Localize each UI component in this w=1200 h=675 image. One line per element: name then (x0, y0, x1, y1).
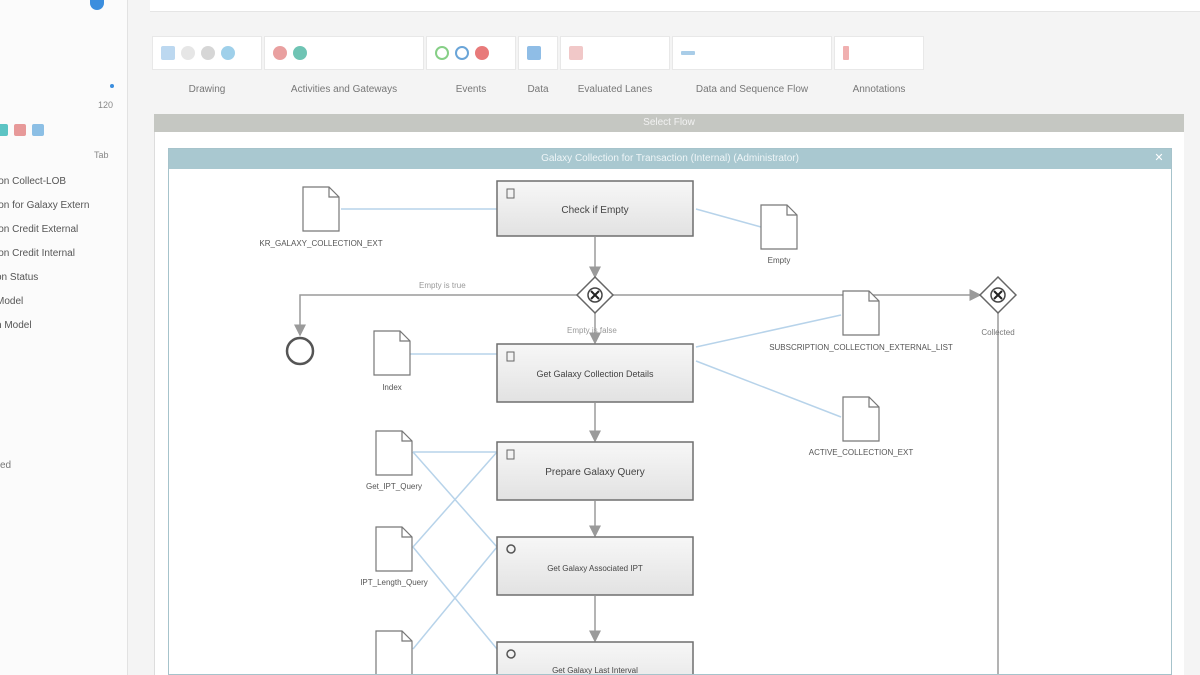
exclusive-gateway[interactable] (575, 275, 615, 315)
tool-icon-blue[interactable] (32, 124, 44, 136)
script-task-icon (506, 449, 515, 460)
ribbon-toolbar: Drawing Activities and Gateways Events D… (152, 36, 932, 106)
sidebar: 120 Tab ion Collect-LOB ion for Galaxy E… (0, 0, 128, 675)
start-event-icon[interactable] (435, 46, 449, 60)
data-link (412, 546, 498, 650)
tool-icon-red[interactable] (14, 124, 26, 136)
data-object[interactable] (375, 430, 413, 476)
flow-label: Empty is false (567, 326, 617, 335)
task-label: Get Galaxy Associated IPT (547, 564, 643, 573)
task-get-associated-ipt[interactable]: Get Galaxy Associated IPT (496, 536, 694, 596)
checkbox-icon[interactable] (90, 0, 104, 10)
ribbon-group-data: Data (518, 36, 558, 106)
ribbon-group-label: Activities and Gateways (290, 84, 398, 95)
pin-icon (110, 84, 114, 88)
sequence-flow-icon[interactable] (681, 51, 695, 55)
ribbon-group-label: Annotations (852, 84, 906, 95)
data-object-label: IPT_Length_Query (360, 578, 428, 587)
data-object[interactable] (375, 526, 413, 572)
sidebar-toggle[interactable]: Tab (94, 150, 109, 160)
task-label: Get Galaxy Collection Details (536, 369, 654, 379)
task-icon[interactable] (273, 46, 287, 60)
ribbon-group-annotations: Annotations (834, 36, 924, 106)
gateway-icon[interactable] (293, 46, 307, 60)
close-icon[interactable]: ✕ (1154, 152, 1164, 164)
zoom-icon[interactable] (201, 46, 215, 60)
data-object[interactable] (375, 630, 413, 675)
service-task-icon (506, 649, 516, 659)
top-bar (150, 0, 1200, 12)
model-list-item[interactable]: ion for Galaxy Extern (0, 200, 90, 211)
ribbon-group-label: Events (455, 84, 487, 95)
panel-header: Select Flow (154, 114, 1184, 132)
task-check-empty[interactable]: Check if Empty (496, 180, 694, 237)
data-link (695, 360, 842, 418)
task-get-last-interval[interactable]: Get Galaxy Last Interval (496, 641, 694, 675)
sidebar-footer-label: ed (0, 460, 12, 471)
ribbon-group-lanes: Evaluated Lanes (560, 36, 670, 106)
sidebar-toolbar (0, 122, 44, 138)
diagram-title-text: Galaxy Collection for Transaction (Inter… (541, 153, 799, 164)
model-list-item[interactable]: ion Credit External (0, 224, 79, 235)
exclusive-gateway[interactable] (978, 275, 1018, 315)
lane-icon[interactable] (569, 46, 583, 60)
sequence-flows (294, 237, 999, 674)
annotation-icon[interactable] (843, 46, 849, 60)
data-object-label: Index (382, 383, 402, 392)
model-list-item[interactable]: ion Credit Internal (0, 248, 75, 259)
ribbon-group-flows: Data and Sequence Flow (672, 36, 832, 106)
sequence-flow (294, 294, 579, 337)
ribbon-group-drawing: Drawing (152, 36, 262, 106)
move-icon[interactable] (221, 46, 235, 60)
data-object-label: ACTIVE_COLLECTION_EXT (809, 448, 914, 457)
data-object[interactable] (302, 186, 340, 232)
data-links (341, 208, 842, 650)
gateway-label: Collected (981, 328, 1014, 337)
lasso-icon[interactable] (181, 46, 195, 60)
model-list-item[interactable]: ion Collect-LOB (0, 176, 67, 187)
ribbon-group-events: Events (426, 36, 516, 106)
data-object[interactable] (760, 204, 798, 250)
script-task-icon (506, 188, 515, 199)
model-list-item[interactable]: Model (0, 296, 24, 307)
task-label: Prepare Galaxy Query (545, 467, 645, 478)
model-list-item[interactable]: on Status (0, 272, 39, 283)
data-object-label: SUBSCRIPTION_COLLECTION_EXTERNAL_LIST (769, 343, 953, 352)
data-object-icon[interactable] (527, 46, 541, 60)
data-link (695, 208, 762, 228)
flow-label: Empty is true (419, 281, 466, 290)
zoom-level: 120 (98, 100, 114, 110)
service-task-icon (506, 544, 516, 554)
ribbon-group-label: Drawing (188, 84, 226, 95)
intermediate-event-icon[interactable] (455, 46, 469, 60)
data-object-label: Empty (768, 256, 791, 265)
task-get-collection-details[interactable]: Get Galaxy Collection Details (496, 343, 694, 403)
ribbon-group-label: Data (527, 84, 549, 95)
task-label: Check if Empty (561, 205, 628, 216)
tool-icon-teal[interactable] (0, 124, 8, 136)
task-prepare-query[interactable]: Prepare Galaxy Query (496, 441, 694, 501)
data-object[interactable] (842, 290, 880, 336)
ribbon-group-label: Data and Sequence Flow (695, 84, 809, 95)
ribbon-group-label: Evaluated Lanes (577, 84, 653, 95)
task-label: Get Galaxy Last Interval (552, 666, 638, 675)
model-list-item[interactable]: n Model (0, 320, 32, 331)
ribbon-group-activities: Activities and Gateways (264, 36, 424, 106)
diagram-title: Galaxy Collection for Transaction (Inter… (169, 149, 1171, 169)
data-object[interactable] (842, 396, 880, 442)
diagram-window: Galaxy Collection for Transaction (Inter… (168, 148, 1172, 675)
end-event[interactable] (285, 336, 315, 366)
script-task-icon (506, 351, 515, 362)
data-object-label: Get_IPT_Query (366, 482, 422, 491)
data-object[interactable] (373, 330, 411, 376)
end-event-icon[interactable] (475, 46, 489, 60)
data-link (695, 314, 842, 348)
data-object-label: KR_GALAXY_COLLECTION_EXT (259, 239, 382, 248)
data-link (412, 451, 498, 548)
pointer-icon[interactable] (161, 46, 175, 60)
model-list: ion Collect-LOB ion for Galaxy Extern io… (0, 170, 89, 338)
process-diagram: Empty is true Empty is false Collected C… (259, 180, 1018, 675)
